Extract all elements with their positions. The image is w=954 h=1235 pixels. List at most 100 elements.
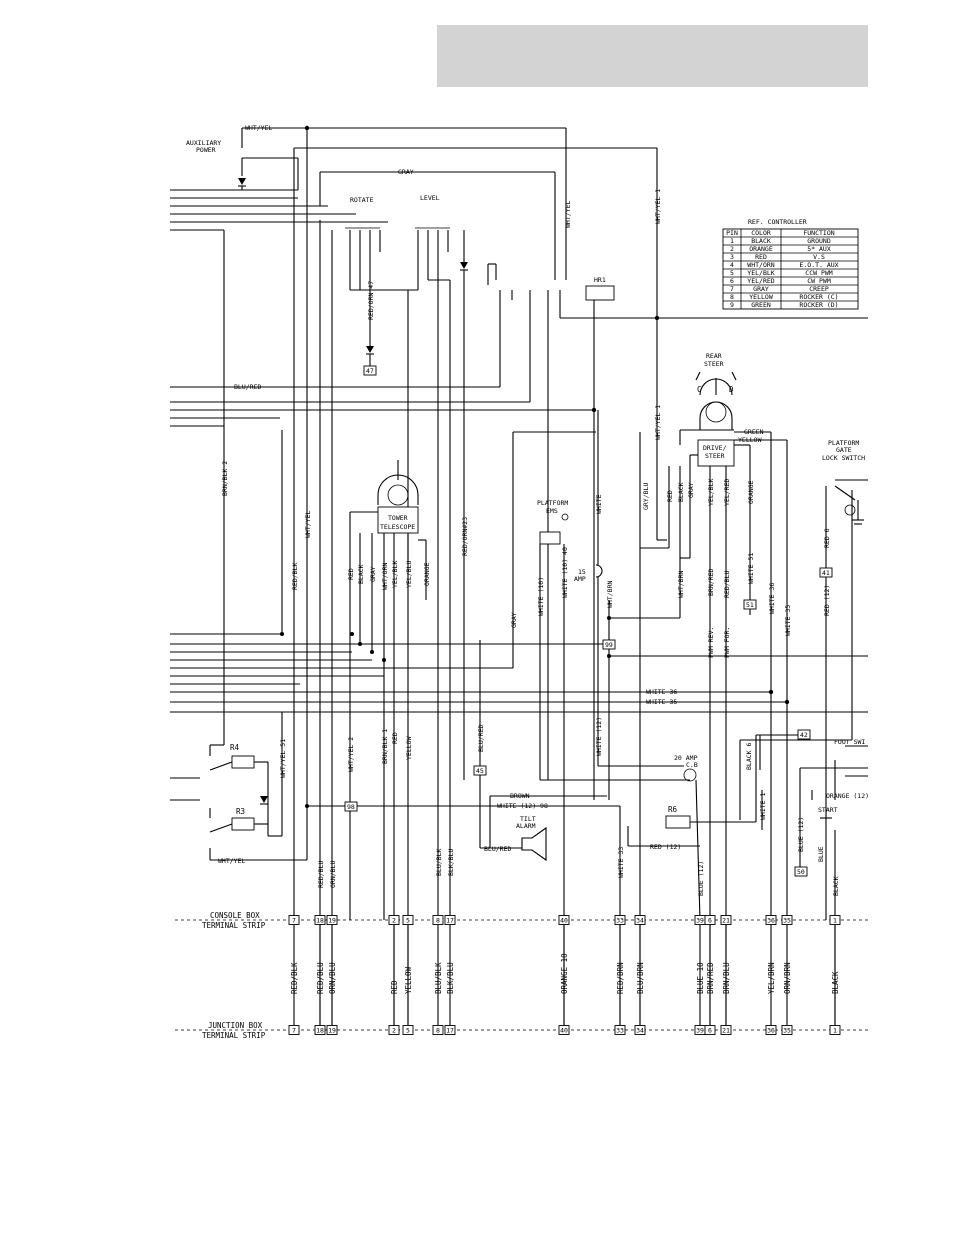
terminal-box [326, 1025, 338, 1035]
terminal-wire-color: BLACK [831, 971, 840, 994]
platform-gate-label-2: GATE [836, 446, 852, 454]
terminal-wire-color: BLU/BLK [434, 962, 443, 994]
terminal-box [314, 915, 326, 925]
controller-table-cell: CCW PWM [805, 269, 832, 277]
wire-white-12-98: WHITE (12) 98 [497, 802, 548, 810]
wire-wht-orn-tower: WHT/ORN [381, 563, 389, 590]
wire-red-orn-23: RED/ORN#23 [461, 517, 469, 556]
wire-blu-red-2: BLU/RED [484, 845, 511, 853]
controller-table-cell: 2 [730, 245, 734, 253]
tower-telescope-label-2: TELESCOPE [380, 523, 415, 531]
controller-table-cell: GREEN [751, 301, 771, 309]
controller-table-cell: 3 [730, 253, 734, 261]
wire-white-35-v: WHITE 35 [784, 605, 792, 636]
terminal-box [402, 915, 414, 925]
terminal-box [314, 1025, 326, 1035]
wire-gry-blu: GRY/BLU [642, 483, 650, 510]
controller-table-cell: BLACK [751, 237, 771, 245]
rear-steer-c: C [697, 385, 702, 394]
terminal-wire-color: RED/BLK [290, 962, 299, 994]
console-box-label-1: CONSOLE BOX [210, 911, 260, 920]
controller-table-cell: ROCKER (C) [799, 293, 838, 301]
terminal-box [720, 915, 732, 925]
drive-steer-label-2: STEER [705, 452, 725, 460]
wire-green: GREEN [744, 428, 764, 436]
platform-ems-label-1: PLATFORM [537, 499, 568, 507]
wire-black-6: BLACK 6 [745, 743, 753, 770]
wire-gray-top: GRAY [398, 168, 414, 176]
wire-black-drive: BLACK [677, 482, 685, 502]
terminal-number: 5 [406, 917, 410, 925]
wire-blue-12: BLUE (12) [797, 817, 805, 852]
wire-red-6: RED 6 [823, 528, 831, 548]
r4-label: R4 [230, 743, 240, 752]
terminal-number: 34 [636, 917, 644, 925]
junction-box-label-1: JUNCTION BOX [208, 1021, 263, 1030]
wire-orange-drive: ORANGE [747, 480, 755, 504]
terminal-box [781, 915, 793, 925]
wire-wht-brn-ems: WHT/BRN [606, 581, 614, 608]
wire-box-42: 42 [800, 731, 808, 739]
controller-table-cell: YEL/BLK [747, 269, 774, 277]
lower-relays [209, 220, 868, 1030]
wire-box-98: 98 [347, 803, 355, 811]
tilt-alarm-label-2: ALARM [516, 822, 536, 830]
wire-white-12: WHITE (12) [595, 717, 603, 756]
terminal-box [704, 915, 716, 925]
wire-gray-tower: GRAY [369, 566, 377, 582]
r3-label: R3 [236, 807, 245, 816]
wire-wht-yel-1-lower: WHT/YEL 1 [654, 405, 662, 440]
rear-steer-d: D [729, 385, 734, 394]
terminal-box [558, 915, 570, 925]
wire-yellow: YELLOW [738, 436, 762, 444]
wire-box-50: 50 [797, 868, 805, 876]
controller-table-cell: ROCKER (D) [799, 301, 838, 309]
wire-wht-yel-2: WHT/YEL 2 [347, 737, 355, 772]
controller-table-cell: 8 [730, 293, 734, 301]
terminal-number: 21 [722, 917, 730, 925]
controller-table-cell: 5 [730, 269, 734, 277]
terminal-wire-color: RED/BLU [316, 962, 325, 994]
terminal-wire-color: BLUE 10 [696, 962, 705, 994]
terminal-box [432, 1025, 444, 1035]
terminal-wire-color: YELLOW [404, 966, 413, 994]
console-box-label-2: TERMINAL STRIP [202, 921, 266, 930]
terminal-box [432, 915, 444, 925]
terminal-wire-color: YEL/BRN [767, 962, 776, 994]
controller-table-header: COLOR [751, 229, 771, 237]
wire-red-blu-console: RED/BLU [317, 861, 325, 888]
wire-wht-brn-drive: WHT/BRN [677, 571, 685, 598]
terminal-number: 35 [783, 1027, 791, 1035]
wire-red-12: RED (12) [823, 585, 831, 616]
wire-black-tower: BLACK [357, 564, 365, 584]
wire-red-tower: RED [347, 568, 355, 580]
terminal-number: 1 [833, 917, 837, 925]
controller-table-cell: GROUND [807, 237, 831, 245]
terminal-number: 8 [436, 1027, 440, 1035]
terminal-box [614, 1025, 626, 1035]
wire-yellow-lower: YELLOW [405, 736, 413, 760]
terminal-box [288, 1025, 300, 1035]
wire-white-ems: WHITE [595, 494, 603, 514]
wire-red-orn-47: RED/ORN 47 [367, 281, 375, 320]
terminal-box [634, 915, 646, 925]
controller-table-cell: 6 [730, 277, 734, 285]
wire-white-33: WHITE 33 [617, 847, 625, 878]
component-labels: AUXILIARY POWER ROTATE LEVEL HR1 REAR ST… [186, 139, 865, 1040]
terminal-number: 36 [767, 1027, 775, 1035]
terminal-box [614, 915, 626, 925]
controller-table-cell: CW PWM [807, 277, 831, 285]
wire-white-35: WHITE 35 [646, 698, 677, 706]
terminal-box [634, 1025, 646, 1035]
wire-orange-12: ORANGE (12) [826, 792, 869, 800]
header-title-block [437, 25, 868, 87]
wire-wht-yel-1-v: WHT/YEL 1 [654, 189, 662, 224]
terminal-number: 18 [316, 917, 324, 925]
terminal-box [326, 915, 338, 925]
wire-yel-blu-tower: YEL/BLU [405, 561, 413, 588]
wire-red-blk: RED/BLK [291, 563, 299, 590]
terminal-wire-color: ORN/BRN [783, 962, 792, 994]
controller-table-cell: WHT/ORN [747, 261, 774, 269]
terminal-number: 21 [722, 1027, 730, 1035]
